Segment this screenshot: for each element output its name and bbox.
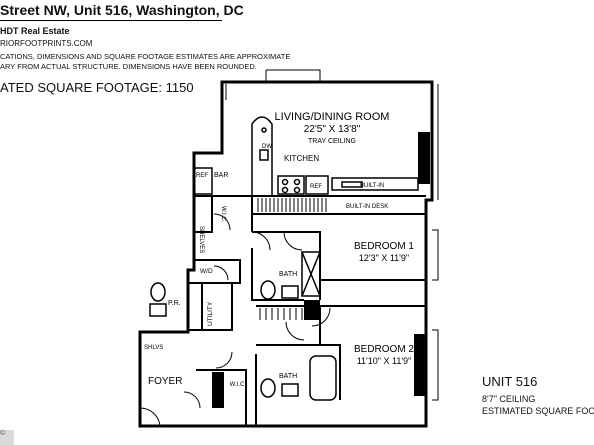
living-room-name: LIVING/DINING ROOM [275, 111, 390, 123]
kitchen-island [251, 116, 419, 196]
foyer-label: FOYER [148, 376, 182, 387]
windows [225, 69, 439, 401]
bar-label: BAR [214, 172, 228, 179]
dishwasher-label: DW [262, 144, 272, 150]
structural-columns [212, 132, 430, 408]
outer-walls [138, 80, 434, 428]
living-room-dimensions: 22'5" X 13'8" [304, 124, 361, 135]
shelves-label: SHELVES [198, 226, 204, 253]
disclaimer-line-2: ARY FROM ACTUAL STRUCTURE. DIMENSIONS HA… [0, 62, 257, 71]
bedroom-1-dimensions: 12'3" X 11'9" [359, 253, 409, 263]
company-name: HDT Real Estate [0, 26, 70, 36]
company-website: RIORFOOTPRINTS.COM [0, 39, 93, 48]
powder-room-label: P.R. [168, 300, 181, 307]
bath-1-label: BATH [279, 271, 297, 278]
kitchen-ref-label: REF [310, 184, 322, 190]
bar-refrigerator [193, 167, 213, 195]
unit-square-footage: ESTIMATED SQUARE FOOTA [482, 406, 594, 416]
copyright-watermark: © [0, 430, 14, 445]
listing-address: Street NW, Unit 516, Washington, DC [0, 2, 244, 18]
washer-dryer-label: W/D [200, 268, 213, 275]
closet-shelving [259, 308, 303, 320]
header-rule [0, 20, 222, 21]
bath-2-fixtures [260, 355, 337, 401]
unit-name: UNIT 516 [482, 374, 538, 389]
bath-1-fixtures [260, 251, 321, 300]
walk-in-closet-bottom-label: W.I.C. [230, 382, 247, 388]
bath-2-label: BATH [279, 373, 297, 380]
header-square-footage: ATED SQUARE FOOTAGE: 1150 [0, 80, 194, 95]
bedroom-1-name: BEDROOM 1 [354, 241, 414, 252]
shelves-small-label: SHLVS [144, 345, 163, 351]
bar-ref-label: REF [196, 173, 208, 179]
bedroom-2-dimensions: 11'10" X 11'9" [357, 356, 412, 366]
walk-in-closet-top-label: W.I.C. [220, 206, 226, 223]
built-in-label: BUILT-IN [360, 183, 384, 189]
bedroom-2-name: BEDROOM 2 [354, 344, 414, 355]
powder-room-fixtures [149, 282, 167, 317]
living-room-note: TRAY CEILING [308, 138, 356, 145]
kitchen-label: KITCHEN [284, 154, 319, 163]
utility-label: UTILITY [207, 301, 214, 326]
interior-walls [188, 195, 426, 426]
disclaimer-line-1: CATIONS, DIMENSIONS AND SQUARE FOOTAGE E… [0, 52, 291, 61]
built-in-desk-label: BUILT-IN DESK [346, 204, 388, 210]
built-in-desk [257, 198, 327, 212]
doors [139, 213, 331, 427]
unit-ceiling-height: 8'7" CEILING [482, 394, 536, 404]
